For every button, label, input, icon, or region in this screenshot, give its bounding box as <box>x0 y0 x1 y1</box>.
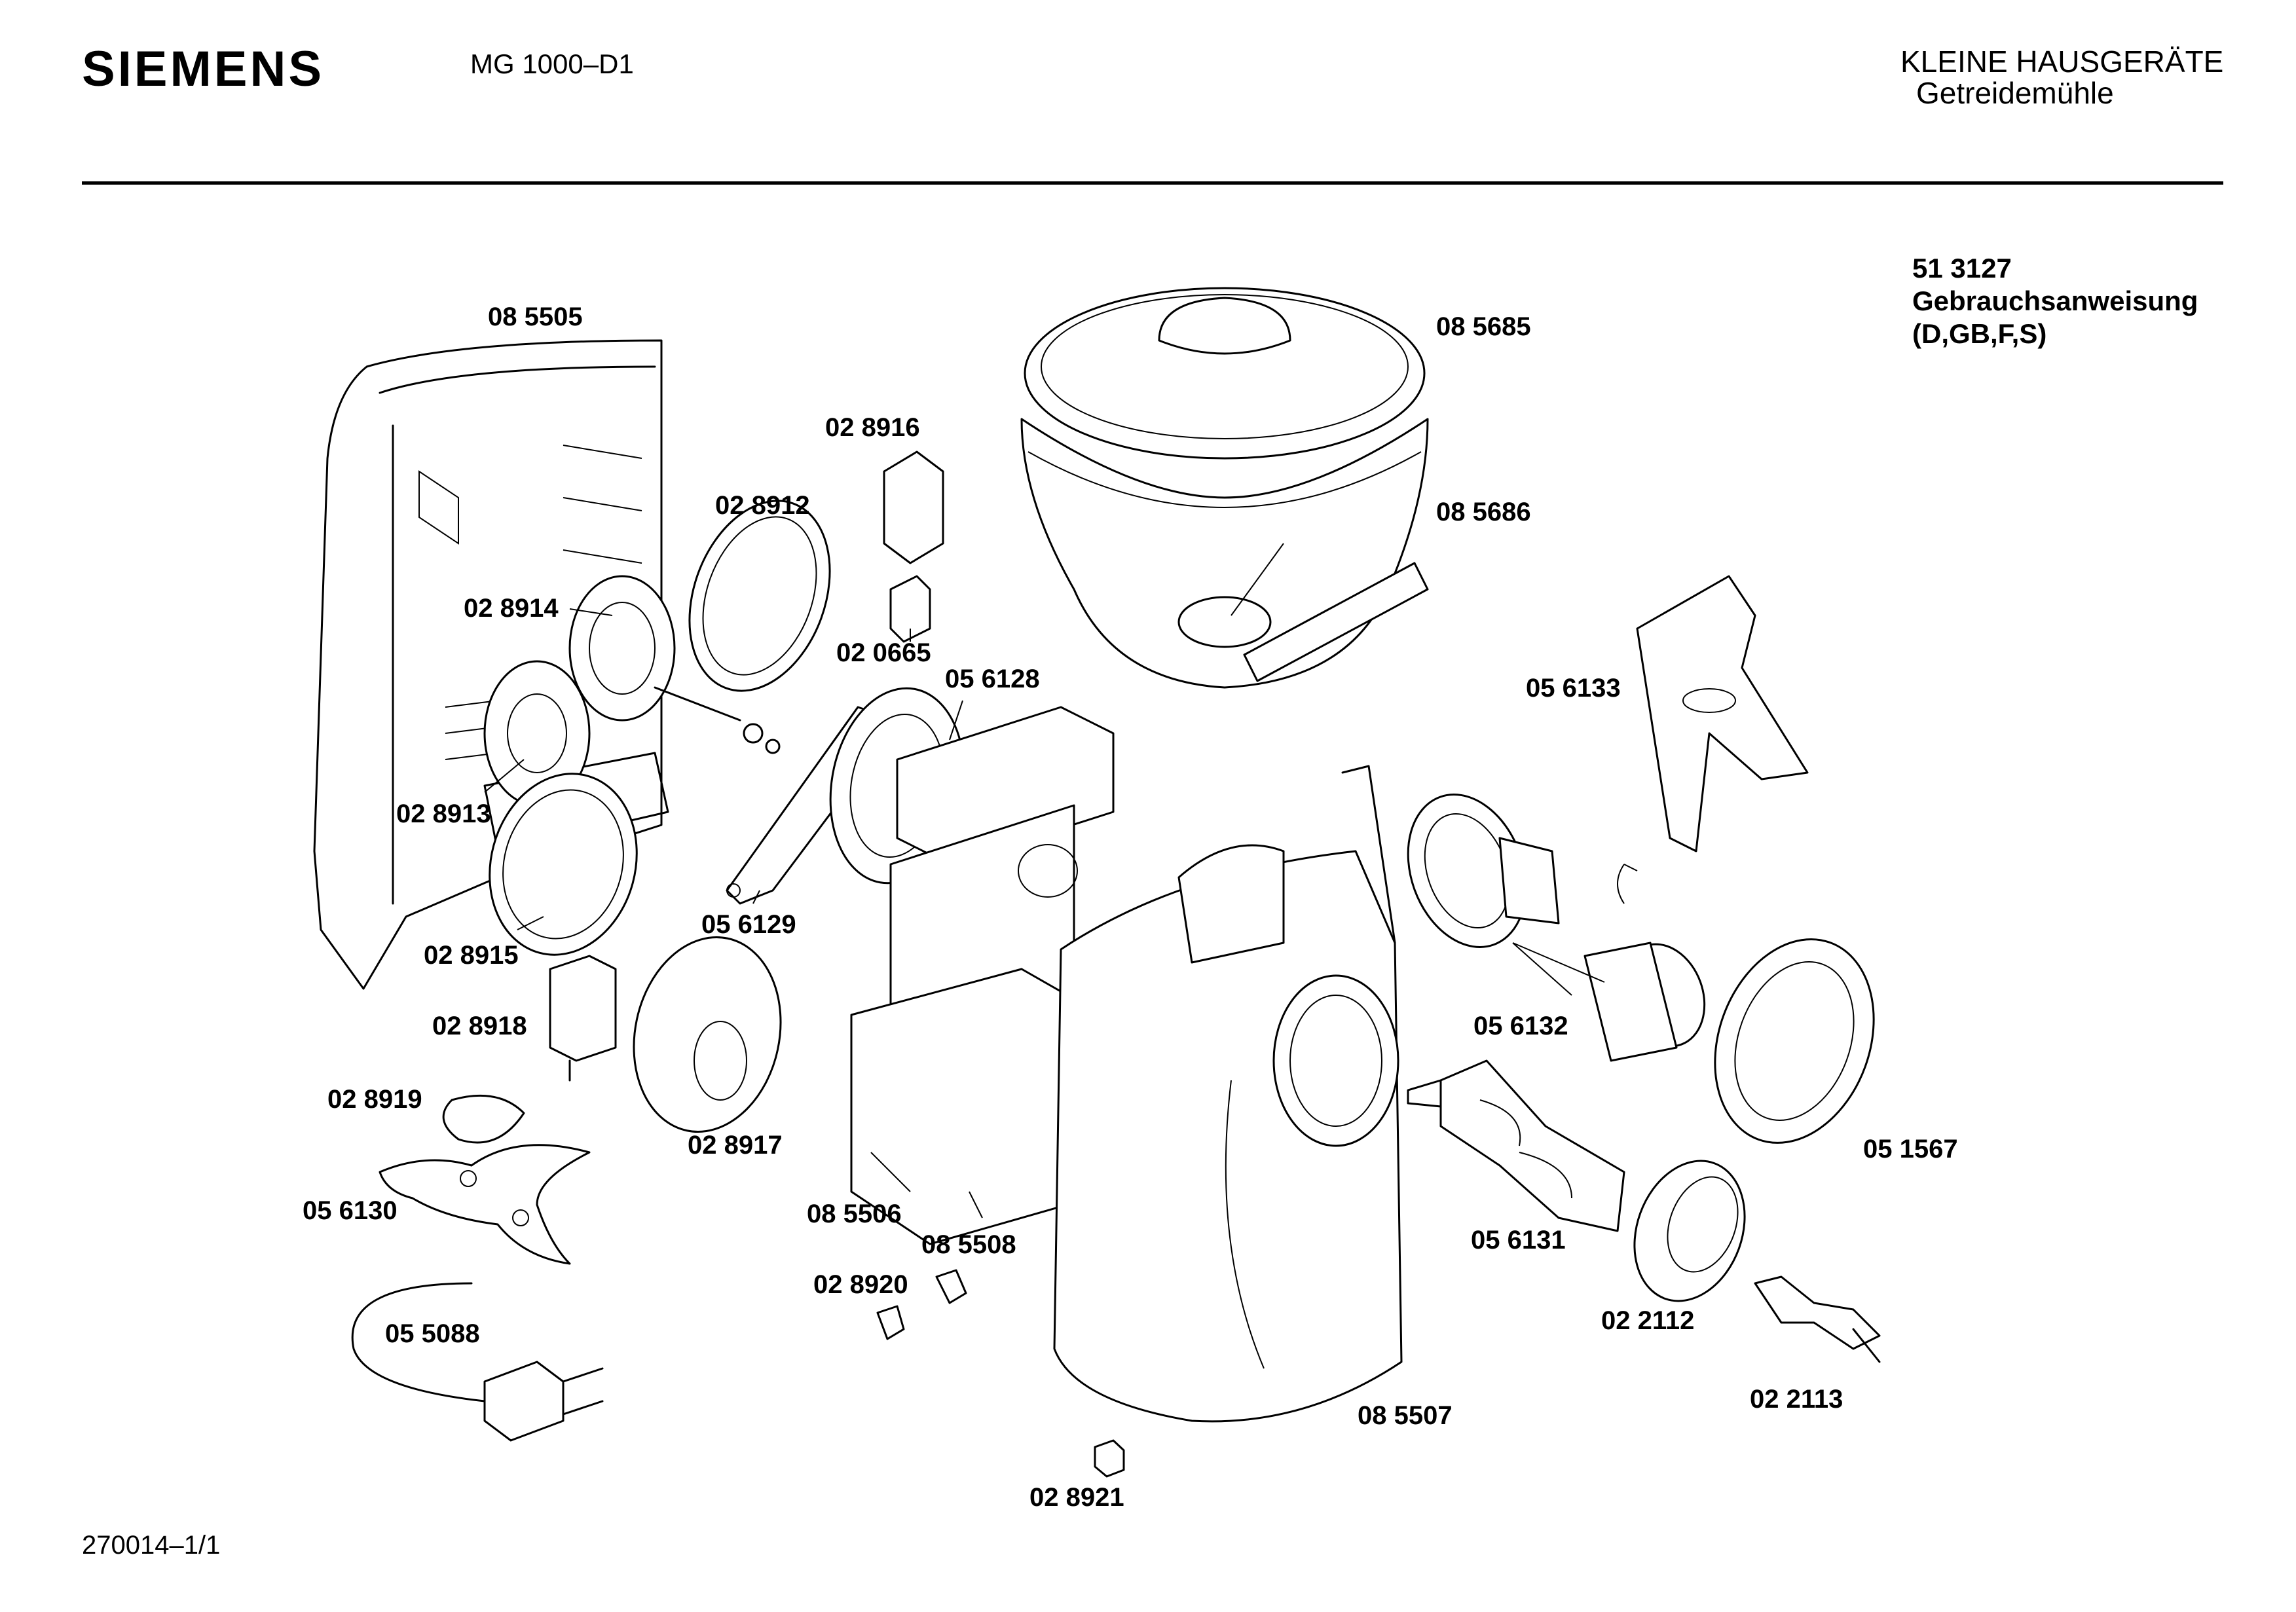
label-028917: 02 8917 <box>688 1131 783 1160</box>
tri-plate-part <box>379 1144 591 1265</box>
switch-part <box>883 450 944 643</box>
manual-part-number: 51 3127 <box>1912 253 2012 284</box>
leader-lines <box>484 543 1605 1218</box>
chute-part <box>1636 575 1809 852</box>
manual-reference: 51 3127 Gebrauchsanweisung (D,GB,F,S) <box>1912 252 2198 350</box>
label-056131: 05 6131 <box>1471 1226 1566 1255</box>
manual-title: Gebrauchsanweisung <box>1912 285 2198 316</box>
auger-part <box>1407 1059 1625 1232</box>
label-028914: 02 8914 <box>464 594 559 623</box>
mains-cable-part <box>351 1282 604 1442</box>
capacitor-part <box>549 955 617 1082</box>
motor-block-part <box>850 706 1115 1245</box>
burr-ring-part <box>1633 1160 1746 1302</box>
label-028916: 02 8916 <box>825 413 920 442</box>
category-block: KLEINE HAUSGERÄTE Getreidemühle <box>1900 46 2223 109</box>
label-085685: 08 5685 <box>1436 312 1531 341</box>
label-028921: 02 8921 <box>1029 1483 1124 1512</box>
label-055088: 05 5088 <box>385 1319 480 1348</box>
category-title: KLEINE HAUSGERÄTE <box>1900 45 2224 79</box>
lock-ring-part <box>1714 938 1875 1144</box>
washer-part <box>442 1094 525 1144</box>
model-number: MG 1000–D1 <box>470 48 634 79</box>
label-020665: 02 0665 <box>836 638 931 667</box>
label-085505: 08 5505 <box>488 302 583 331</box>
label-056130: 05 6130 <box>303 1196 398 1225</box>
ring-gear-part <box>688 500 831 692</box>
label-028915: 02 8915 <box>424 941 519 970</box>
label-056132: 05 6132 <box>1473 1012 1568 1040</box>
gear-assembly-part <box>483 575 781 807</box>
label-085508: 08 5508 <box>921 1230 1016 1259</box>
label-056129: 05 6129 <box>701 910 796 939</box>
part-labels: 08 5505 08 5685 08 5686 02 8916 02 8912 … <box>303 302 1958 1512</box>
product-name: Getreidemühle <box>1916 76 2114 110</box>
label-051567: 05 1567 <box>1863 1135 1958 1163</box>
label-085507: 08 5507 <box>1358 1401 1453 1430</box>
label-028918: 02 8918 <box>432 1012 527 1040</box>
hopper-lid-part <box>1024 287 1426 460</box>
label-056133: 05 6133 <box>1526 674 1621 703</box>
adjust-spindle-part <box>1754 1275 1881 1363</box>
label-022112: 02 2112 <box>1601 1306 1694 1335</box>
ring-gear-lower-part <box>489 773 638 956</box>
manual-languages: (D,GB,F,S) <box>1912 318 2047 349</box>
grinder-housing-part <box>1407 794 1706 1062</box>
label-028919: 02 8919 <box>327 1085 422 1114</box>
label-028913: 02 8913 <box>396 799 491 828</box>
foot-parts <box>876 1269 967 1340</box>
hopper-part <box>1020 418 1429 689</box>
header-rule <box>82 181 2223 185</box>
spur-gear-part <box>633 936 782 1133</box>
label-028920: 02 8920 <box>813 1270 908 1299</box>
label-085686: 08 5686 <box>1436 498 1531 526</box>
label-022113: 02 2113 <box>1750 1385 1843 1414</box>
page-reference: 270014–1/1 <box>82 1531 221 1560</box>
label-085506: 08 5506 <box>807 1200 902 1228</box>
brand-logo: SIEMENS <box>82 41 325 97</box>
label-028912: 02 8912 <box>715 491 810 520</box>
label-056128: 05 6128 <box>945 665 1040 693</box>
nut-part <box>1094 1439 1125 1478</box>
main-housing-part <box>1053 765 1403 1423</box>
